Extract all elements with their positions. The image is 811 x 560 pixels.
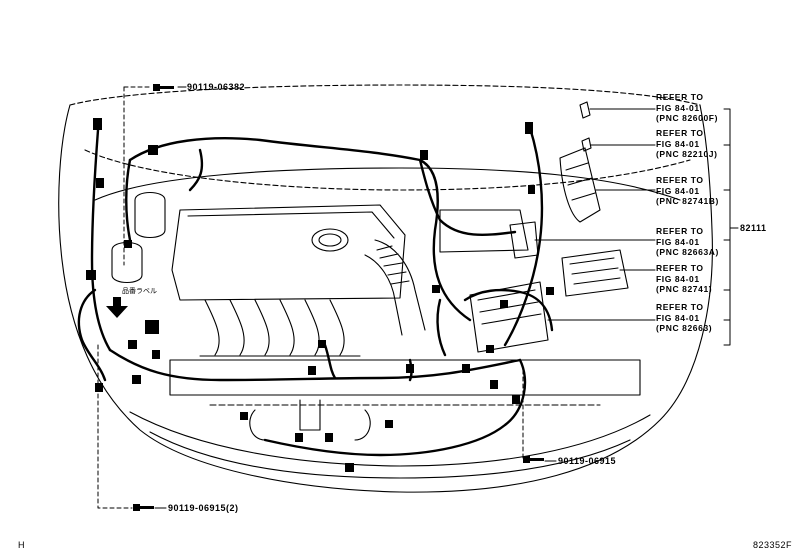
part-number-right-bolt: 90119-06915 — [558, 456, 617, 466]
leader-lines-dashed — [97, 86, 524, 509]
relay-box — [469, 281, 549, 353]
vehicle-body-outline — [58, 84, 713, 493]
reference-82663: REFER TO FIG 84-01 (PNC 82663) — [656, 302, 713, 333]
battery — [111, 191, 166, 284]
reference-82663A: REFER TO FIG 84-01 (PNC 82663A) — [656, 226, 719, 257]
intake-duct — [364, 209, 529, 336]
part-number-bottom-bolt: 90119-06915(2) — [168, 503, 239, 513]
cover-82741B — [559, 147, 601, 223]
leader-lines — [154, 86, 739, 509]
connectors — [86, 118, 554, 472]
clip-82210J — [581, 137, 592, 152]
bolt-icon — [523, 456, 544, 463]
part-number-top-bolt: 90119-06382 — [187, 82, 246, 92]
reference-82741: REFER TO FIG 84-01 (PNC 82741) — [656, 263, 713, 294]
assembly-number: 82111 — [740, 223, 767, 233]
clip-82600F — [579, 101, 591, 119]
bolt-icon — [133, 504, 154, 511]
fuse-block-82741 — [561, 249, 629, 297]
bracket-82663A — [509, 221, 539, 259]
part-label-annotation: 品番ラベル — [122, 287, 157, 295]
reference-82600F: REFER TO FIG 84-01 (PNC 82600F) — [656, 92, 718, 123]
figure-id: 823352F — [753, 540, 793, 550]
footer-left-code: H — [18, 540, 25, 550]
bolt-icon — [153, 84, 174, 91]
radiator-support — [169, 359, 641, 441]
label-arrow — [106, 297, 128, 318]
reference-82741B: REFER TO FIG 84-01 (PNC 82741B) — [656, 175, 719, 206]
engine-cover — [171, 204, 406, 357]
reference-82210J: REFER TO FIG 84-01 (PNC 82210J) — [656, 128, 718, 159]
